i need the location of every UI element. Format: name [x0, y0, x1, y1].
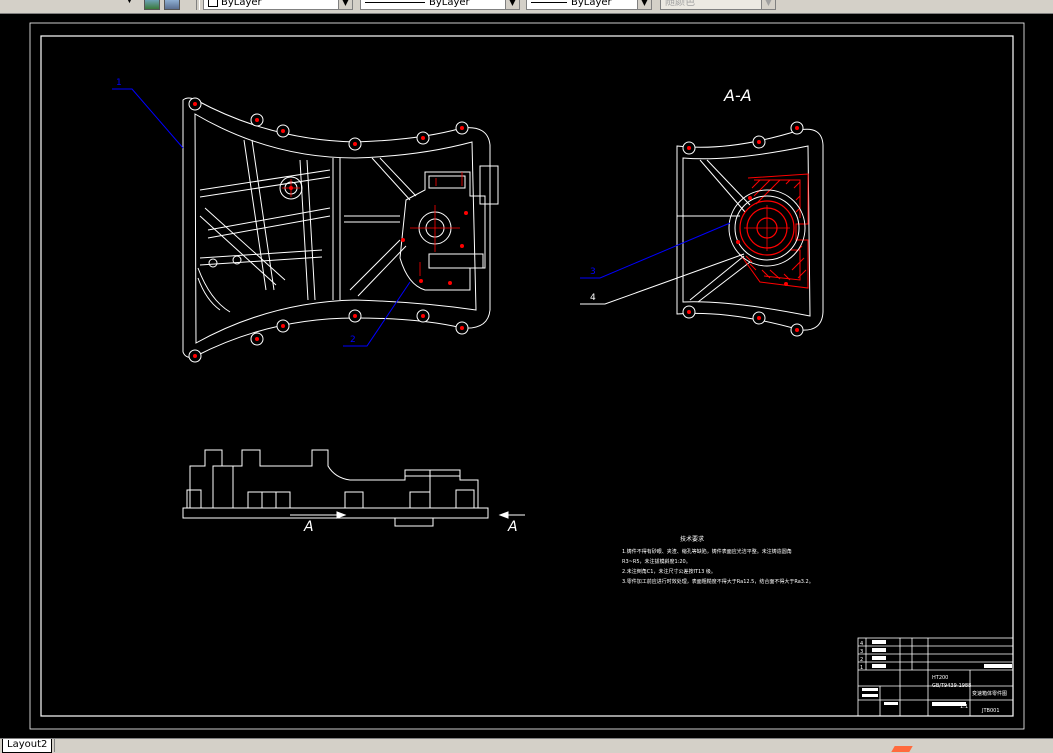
section-marker-left: A [303, 519, 314, 535]
tab-layout2[interactable]: Layout2 [2, 739, 53, 753]
notes-title: 技术要求 [680, 535, 704, 543]
balloon-2: 2 [350, 335, 356, 345]
title-block-text: 4 3 2 1 HT200 GB/T9439-1988 变速箱体零件图 1:1 … [860, 641, 1007, 714]
color-combo[interactable]: ByLayer ▼ [203, 0, 353, 10]
bolt-holes-section [682, 121, 804, 337]
color-combo-value: ByLayer [221, 0, 262, 8]
section-marker-right: A [507, 519, 518, 535]
color-swatch-icon [208, 0, 218, 7]
layout-tab-bar: Layout2 [0, 738, 1053, 753]
chevron-down-icon[interactable]: ▼ [505, 0, 519, 9]
material: HT200 [932, 675, 948, 681]
title-block-fill [862, 640, 1012, 706]
drawing-frame [40, 35, 1014, 717]
properties-toolbar: ▼ ByLayer ▼ ByLayer ▼ ByLayer ▼ 随颜色 ▼ [0, 0, 1053, 14]
layer-stack-icon[interactable] [144, 0, 160, 10]
plotstyle-combo-value: 随颜色 [665, 0, 695, 8]
bolt-hole-centers-section [687, 126, 799, 332]
paper-edge [29, 22, 1025, 730]
chevron-down-icon[interactable]: ▼ [338, 0, 352, 9]
drawing-name: 变速箱体零件图 [972, 690, 1007, 697]
section-view [676, 128, 824, 331]
note-2: 2.未注倒角C1，未注尺寸公差按IT13 级。 [622, 568, 716, 575]
balloon-1: 1 [116, 78, 122, 88]
note-1b: R3~R5，未注拔模斜度1:20。 [622, 558, 691, 565]
centerlines-section [744, 205, 790, 251]
title-block [857, 637, 1014, 717]
bom-row-3: 3 [860, 649, 863, 655]
plotstyle-combo[interactable]: 随颜色 ▼ [660, 0, 776, 10]
section-hatch [739, 173, 809, 289]
drawing-svg: 1 2 3 4 A-A A A 技术要求 1.铸件不得有砂眼、夹渣、缩孔等缺陷，… [29, 22, 1025, 730]
tab-scroll-divider[interactable] [54, 739, 58, 752]
linetype-combo-value: ByLayer [429, 0, 470, 8]
lineweight-combo-value: ByLayer [571, 0, 612, 8]
dropdown-arrow-icon[interactable]: ▼ [126, 0, 133, 5]
bom-row-2: 2 [860, 657, 863, 663]
bom-row-4: 4 [860, 641, 863, 647]
linetype-combo[interactable]: ByLayer ▼ [360, 0, 520, 10]
bottom-view [182, 449, 489, 527]
section-arrows [290, 511, 525, 519]
drawing-number: JTB001 [981, 708, 1000, 714]
note-1: 1.铸件不得有砂眼、夹渣、缩孔等缺陷，铸件表面应光洁平整。未注铸造圆角 [622, 548, 792, 555]
drawing-canvas[interactable]: 1 2 3 4 A-A A A 技术要求 1.铸件不得有砂眼、夹渣、缩孔等缺陷，… [0, 14, 1053, 738]
lineweight-preview [531, 1, 567, 3]
chevron-down-icon[interactable]: ▼ [637, 0, 651, 9]
leader-white [580, 253, 745, 305]
lineweight-combo[interactable]: ByLayer ▼ [526, 0, 652, 10]
standard: GB/T9439-1988 [932, 683, 971, 689]
layer-previous-icon[interactable] [164, 0, 180, 10]
leaders [112, 88, 731, 347]
gear-rim [728, 189, 806, 267]
technical-notes: 技术要求 1.铸件不得有砂眼、夹渣、缩孔等缺陷，铸件表面应光洁平整。未注铸造圆角… [622, 535, 814, 585]
linetype-preview [365, 1, 425, 3]
centerlines-main [282, 172, 463, 276]
status-indicator [891, 746, 913, 752]
section-title: A-A [723, 86, 752, 105]
note-3: 3.零件加工前应进行时效处理，表面粗糙度不得大于Ra12.5，结合面不得大于Ra… [622, 578, 814, 585]
scale: 1:1 [960, 704, 968, 710]
chevron-down-icon[interactable]: ▼ [761, 0, 775, 9]
bom-row-1: 1 [860, 665, 863, 671]
main-view [182, 97, 499, 358]
balloon-4: 4 [590, 293, 596, 303]
bolt-hole-centers-main [193, 102, 468, 358]
toolbar-separator [196, 0, 200, 10]
balloon-3: 3 [590, 267, 596, 277]
